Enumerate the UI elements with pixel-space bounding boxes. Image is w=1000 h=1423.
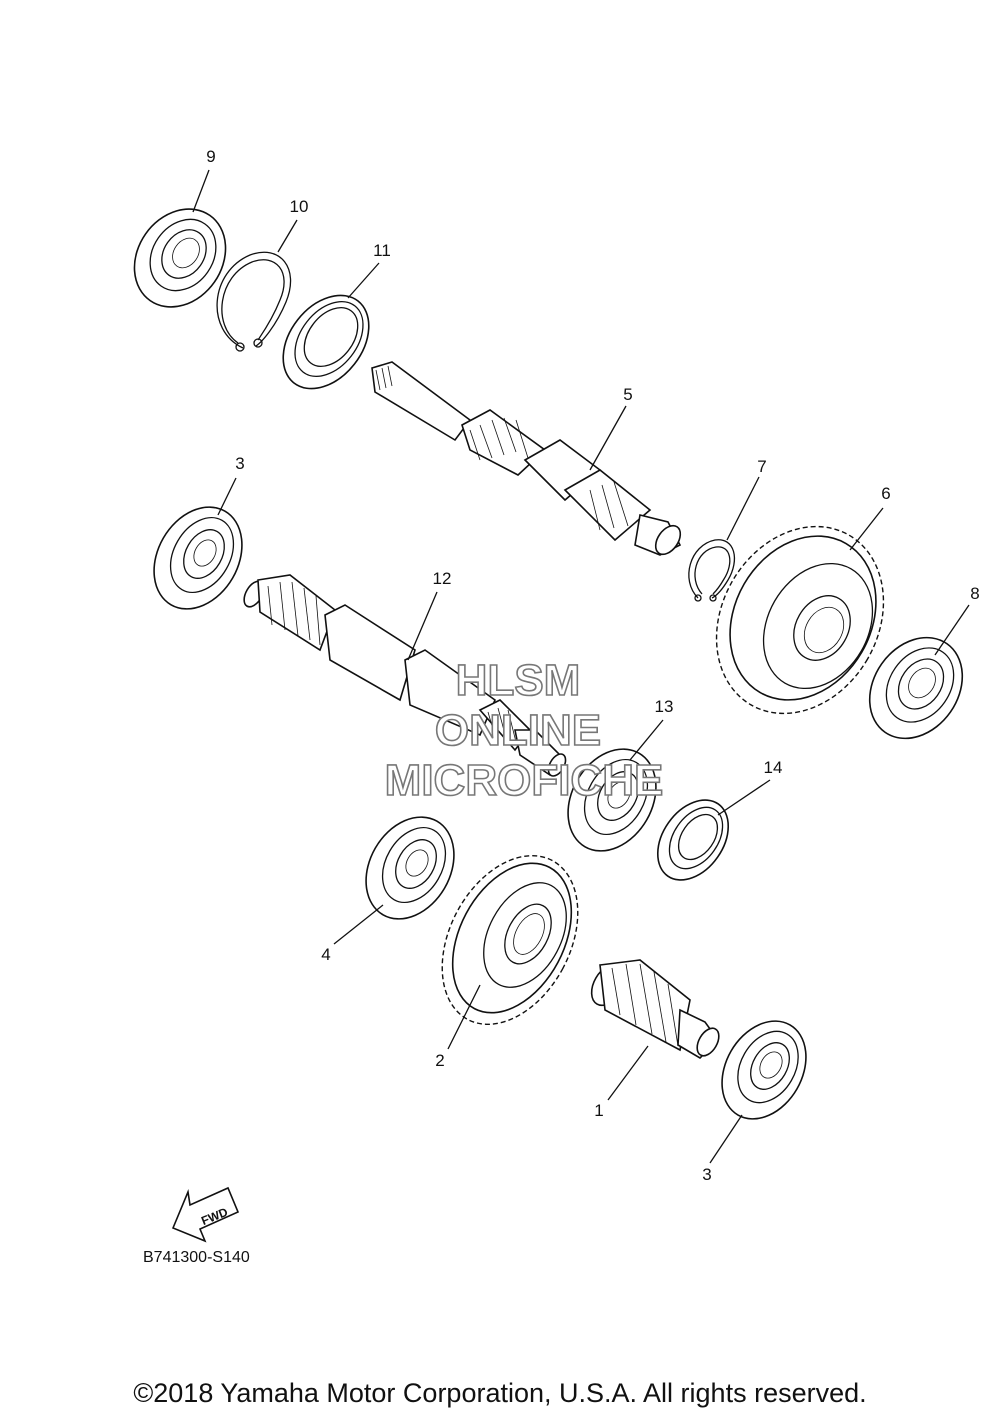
part-13-bearing[interactable]: [550, 733, 673, 867]
callout-4: 4: [321, 945, 330, 964]
callout-3-lower: 3: [702, 1165, 711, 1184]
part-12-shaft[interactable]: [240, 574, 569, 779]
fwd-arrow-icon: FWD: [171, 1186, 240, 1243]
callout-12: 12: [433, 569, 452, 588]
callout-13: 13: [655, 697, 674, 716]
watermark-line-2: ONLINE: [435, 706, 601, 755]
callout-3-upper: 3: [235, 454, 244, 473]
copyright-notice: ©2018 Yamaha Motor Corporation, U.S.A. A…: [133, 1378, 867, 1408]
callout-14: 14: [764, 758, 783, 777]
watermark-line-3: MICROFICHE: [385, 756, 664, 805]
callout-1: 1: [594, 1101, 603, 1120]
part-11-oil-seal[interactable]: [266, 279, 387, 405]
part-6-gear[interactable]: [683, 496, 916, 744]
part-5-shaft[interactable]: [371, 361, 685, 559]
callout-8: 8: [970, 584, 979, 603]
callout-7: 7: [757, 457, 766, 476]
part-3-bearing-lower[interactable]: [705, 1006, 823, 1134]
callout-6: 6: [881, 484, 890, 503]
part-14-oil-seal[interactable]: [643, 787, 743, 894]
part-7-circlip[interactable]: [688, 539, 736, 602]
callout-10: 10: [290, 197, 309, 216]
part-4-bearing[interactable]: [348, 801, 471, 935]
part-2-gear[interactable]: [415, 832, 605, 1047]
leader-lines: [192, 169, 970, 1164]
watermark: HLSM ONLINE MICROFICHE: [384, 655, 664, 806]
callout-2: 2: [435, 1051, 444, 1070]
part-9-bearing[interactable]: [116, 191, 244, 324]
part-1-pinion[interactable]: [585, 959, 723, 1060]
part-3-bearing-upper[interactable]: [136, 491, 259, 625]
callout-9: 9: [206, 147, 215, 166]
callout-labels: 9 10 11 5 7 6 8 3 12 13 14 4 2 1 3: [206, 147, 979, 1184]
watermark-line-1: HLSM: [456, 656, 581, 705]
part-8-bearing[interactable]: [851, 620, 982, 757]
diagram-code: B741300-S140: [143, 1249, 250, 1266]
part-10-circlip[interactable]: [216, 251, 292, 352]
callout-11: 11: [373, 241, 391, 260]
callout-5: 5: [623, 385, 632, 404]
